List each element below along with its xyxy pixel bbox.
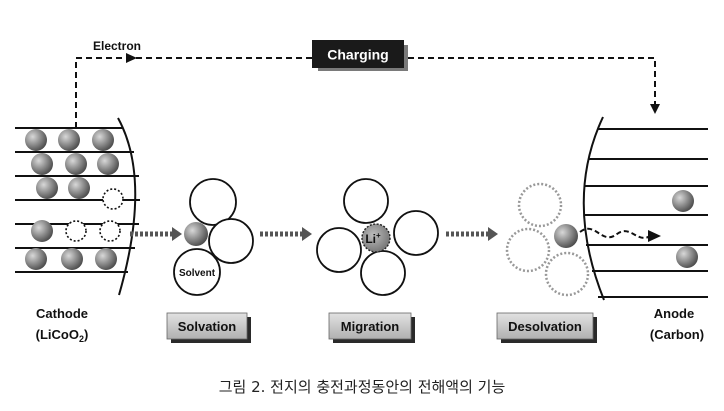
figure-caption: 그림 2. 전지의 충전과정동안의 전해액의 기능 — [0, 376, 724, 397]
charging-label: Charging — [327, 47, 388, 63]
solvent-molecule — [190, 179, 236, 225]
li-ion — [25, 248, 47, 270]
solvent-molecule — [546, 253, 588, 295]
li-ion — [25, 129, 47, 151]
li-ion — [31, 220, 53, 242]
solvent-molecule — [344, 179, 388, 223]
arrow-down-icon — [650, 104, 660, 114]
step-migration: Migration — [329, 313, 415, 343]
li-ion — [184, 222, 208, 246]
solvent-molecule — [317, 228, 361, 272]
desolvation-cluster — [507, 184, 588, 295]
anode-label: Anode — [654, 306, 694, 321]
li-ion — [672, 190, 694, 212]
charging-box: Charging — [312, 40, 408, 71]
solvent-molecule — [519, 184, 561, 226]
li-ion — [97, 153, 119, 175]
solvent-molecule — [209, 219, 253, 263]
li-ion — [31, 153, 53, 175]
li-ion — [68, 177, 90, 199]
arrow-right-icon — [126, 53, 137, 63]
li-ion — [61, 248, 83, 270]
anode — [580, 117, 708, 300]
vacancy — [66, 221, 86, 241]
li-ion — [95, 248, 117, 270]
cathode-formula: (LiCoO2) — [36, 327, 89, 344]
step-solvation: Solvation — [167, 313, 251, 343]
anode-formula: (Carbon) — [650, 327, 704, 342]
cathode-label: Cathode — [36, 306, 88, 321]
li-ion — [554, 224, 578, 248]
step-desolvation-label: Desolvation — [508, 319, 582, 334]
step-desolvation: Desolvation — [497, 313, 597, 343]
solvation-cluster: Solvent — [174, 179, 253, 295]
step-solvation-label: Solvation — [178, 319, 237, 334]
solvent-label: Solvent — [179, 268, 216, 279]
li-ion — [65, 153, 87, 175]
vacancy — [100, 221, 120, 241]
li-ion — [92, 129, 114, 151]
intercalation-path — [580, 229, 650, 238]
li-ion — [58, 129, 80, 151]
vacancy — [103, 189, 123, 209]
li-ion — [36, 177, 58, 199]
solvent-molecule — [361, 251, 405, 295]
arrow-right-icon — [648, 230, 661, 242]
li-ion — [676, 246, 698, 268]
migration-cluster: Li+ — [317, 179, 438, 295]
cathode — [15, 118, 140, 295]
solvent-molecule — [394, 211, 438, 255]
solvent-molecule — [507, 229, 549, 271]
electron-label: Electron — [93, 39, 141, 53]
step-migration-label: Migration — [341, 319, 400, 334]
